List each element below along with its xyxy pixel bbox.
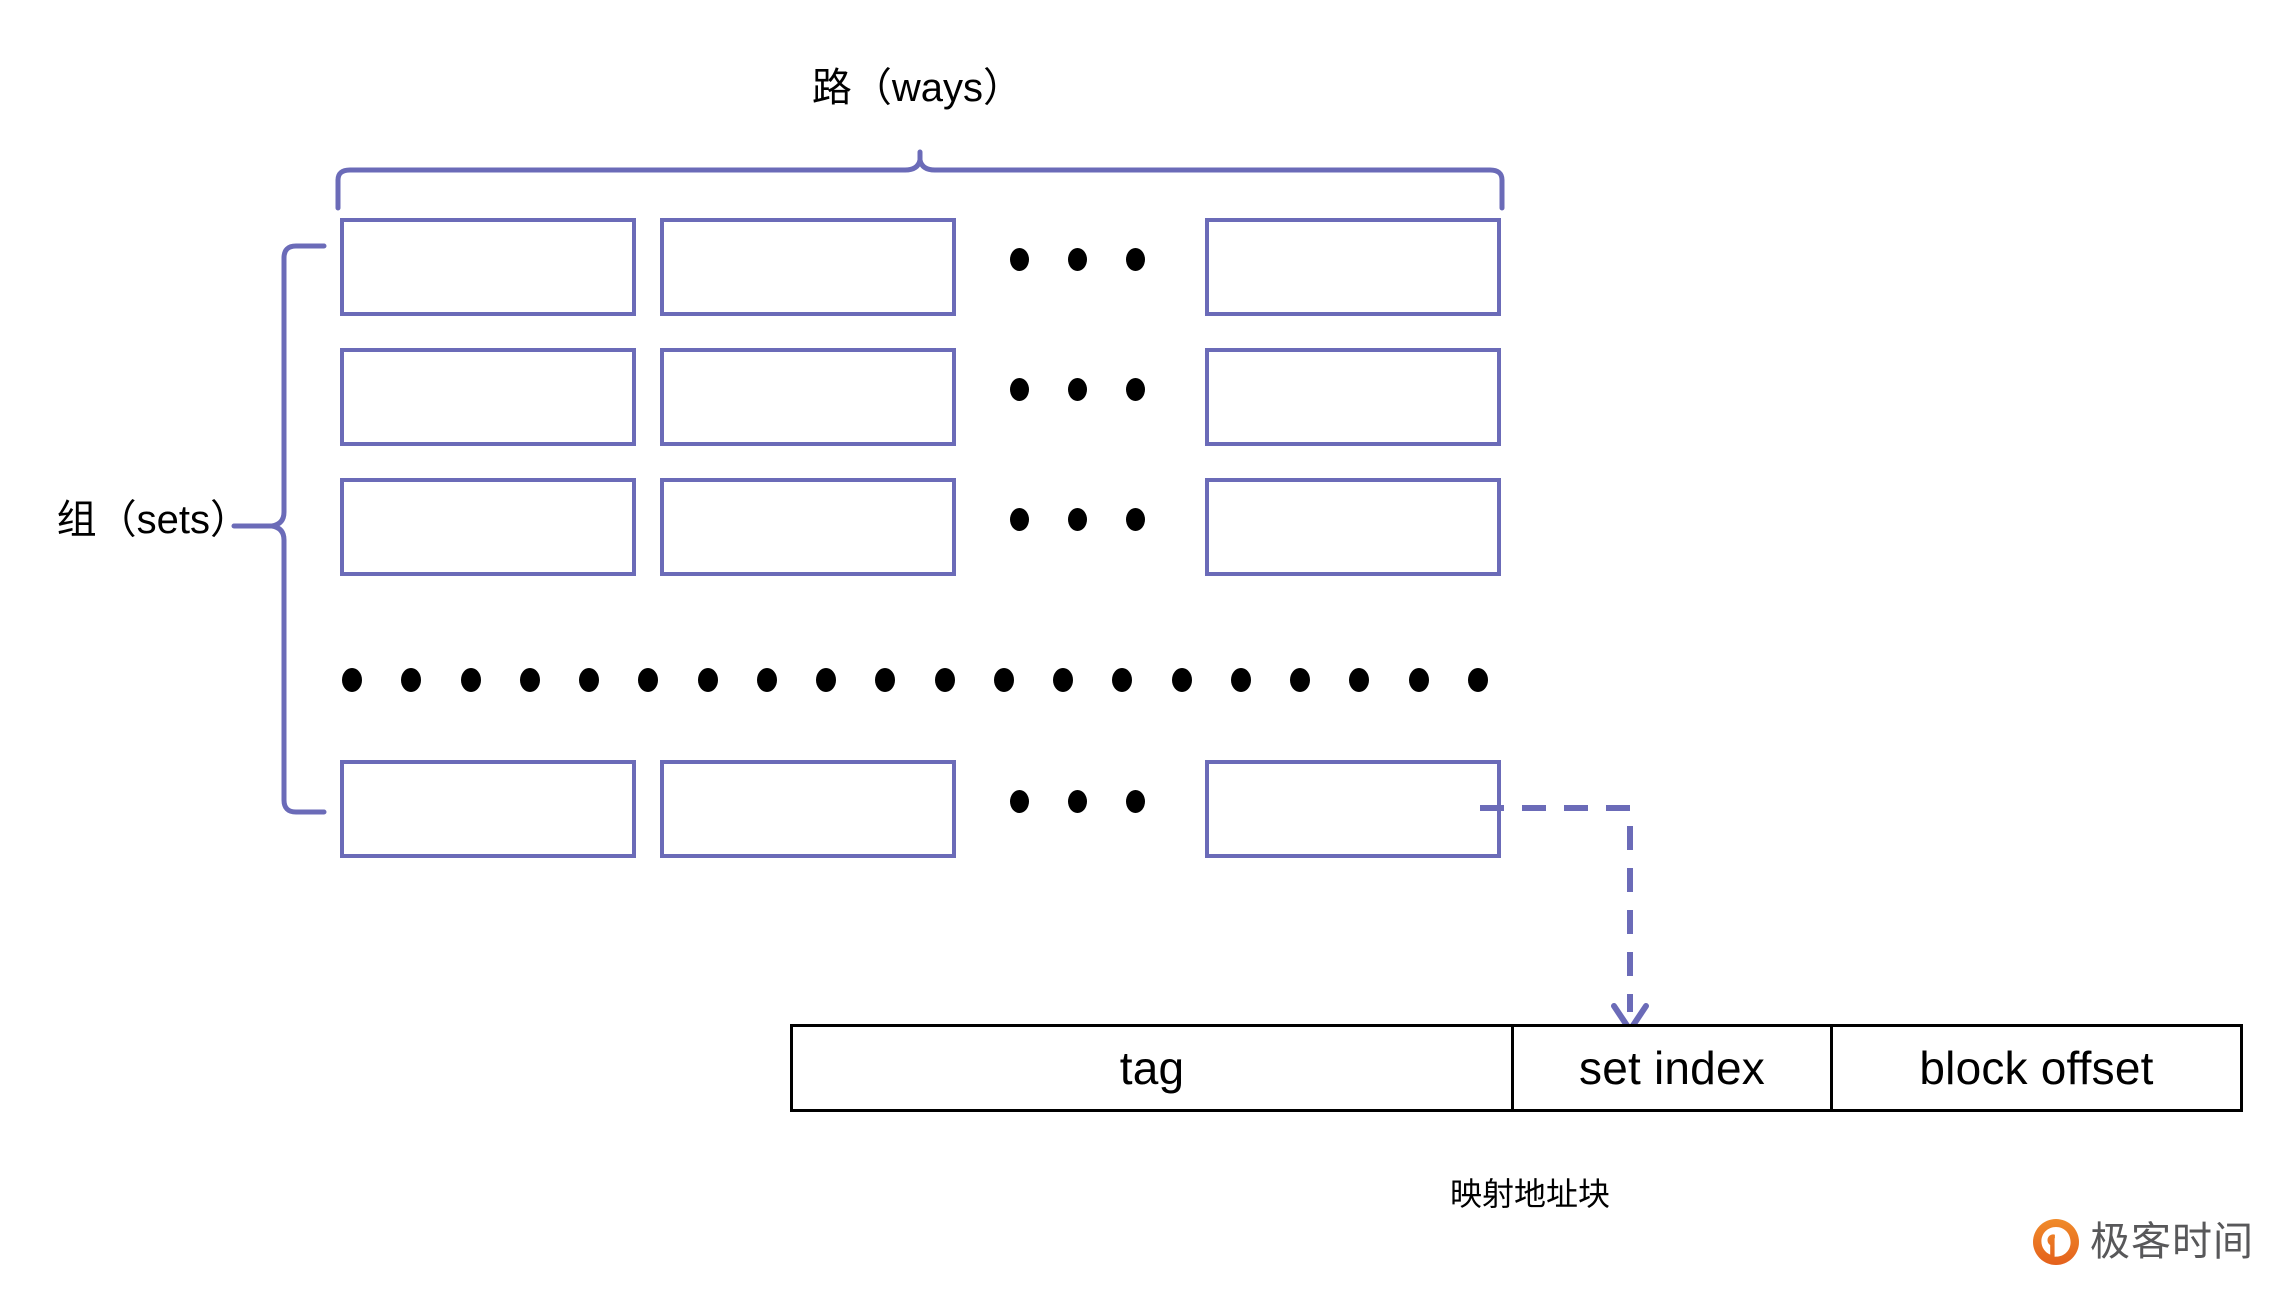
sets-ellipsis-dot — [1231, 668, 1251, 692]
sets-ellipsis-dot — [994, 668, 1014, 692]
ways-ellipsis-dot — [1126, 790, 1145, 813]
sets-ellipsis-dot — [1349, 668, 1369, 692]
ways-ellipsis-dot — [1126, 508, 1145, 531]
sets-ellipsis-dot — [342, 668, 362, 692]
cache-cell[interactable] — [660, 760, 956, 858]
sets-ellipsis-dot — [579, 668, 599, 692]
ways-label: 路（ways） — [811, 66, 1024, 110]
address-segment-block-offset[interactable]: block offset — [1919, 1042, 2154, 1094]
watermark: 极客时间 — [2032, 1218, 2254, 1266]
ways-ellipsis-dot — [1010, 378, 1029, 401]
ways-ellipsis-dot — [1010, 790, 1029, 813]
ways-ellipsis-dot — [1126, 378, 1145, 401]
sets-ellipsis-dot — [757, 668, 777, 692]
sets-ellipsis-dot — [1112, 668, 1132, 692]
ways-ellipsis-dot — [1010, 508, 1029, 531]
cache-cell[interactable] — [340, 348, 636, 446]
ways-ellipsis-dot — [1068, 248, 1087, 271]
cache-cell[interactable] — [340, 760, 636, 858]
geektime-logo-icon — [2033, 1219, 2079, 1265]
sets-ellipsis-dot — [1409, 668, 1429, 692]
sets-ellipsis-dot — [1290, 668, 1310, 692]
ways-ellipsis-dot — [1010, 248, 1029, 271]
sets-ellipsis-dot — [875, 668, 895, 692]
sets-ellipsis-dot — [698, 668, 718, 692]
cache-cell-mapped[interactable] — [1205, 760, 1501, 858]
cache-cell[interactable] — [660, 478, 956, 576]
ways-ellipsis-dot — [1126, 248, 1145, 271]
cache-cell[interactable] — [1205, 218, 1501, 316]
watermark-text: 极客时间 — [2090, 1220, 2254, 1264]
sets-ellipsis-dot — [1172, 668, 1192, 692]
cache-cell[interactable] — [340, 478, 636, 576]
cache-cell[interactable] — [660, 218, 956, 316]
ways-brace — [335, 149, 1505, 211]
sets-label: 组（sets） — [56, 498, 250, 542]
sets-ellipsis-dot — [935, 668, 955, 692]
address-block-caption: 映射地址块 — [1449, 1176, 1610, 1212]
sets-ellipsis-dot — [816, 668, 836, 692]
cache-cell[interactable] — [1205, 348, 1501, 446]
sets-ellipsis-dot — [1468, 668, 1488, 692]
cache-cell[interactable] — [1205, 478, 1501, 576]
sets-ellipsis-dot — [520, 668, 540, 692]
ways-ellipsis-dot — [1068, 790, 1087, 813]
ways-ellipsis-dot — [1068, 378, 1087, 401]
address-segment-set-index[interactable]: set index — [1511, 1027, 1833, 1109]
mapping-connector-arrow — [1480, 805, 1649, 1033]
address-segment-tag[interactable]: tag — [1119, 1042, 1185, 1094]
sets-ellipsis-dot — [1053, 668, 1073, 692]
address-block: tag set index block offset — [790, 1024, 2243, 1112]
sets-brace — [231, 243, 327, 815]
ways-ellipsis-dot — [1068, 508, 1087, 531]
sets-ellipsis-dot — [638, 668, 658, 692]
cache-cell[interactable] — [660, 348, 956, 446]
cache-cell[interactable] — [340, 218, 636, 316]
sets-ellipsis-dot — [461, 668, 481, 692]
sets-ellipsis-dot — [401, 668, 421, 692]
